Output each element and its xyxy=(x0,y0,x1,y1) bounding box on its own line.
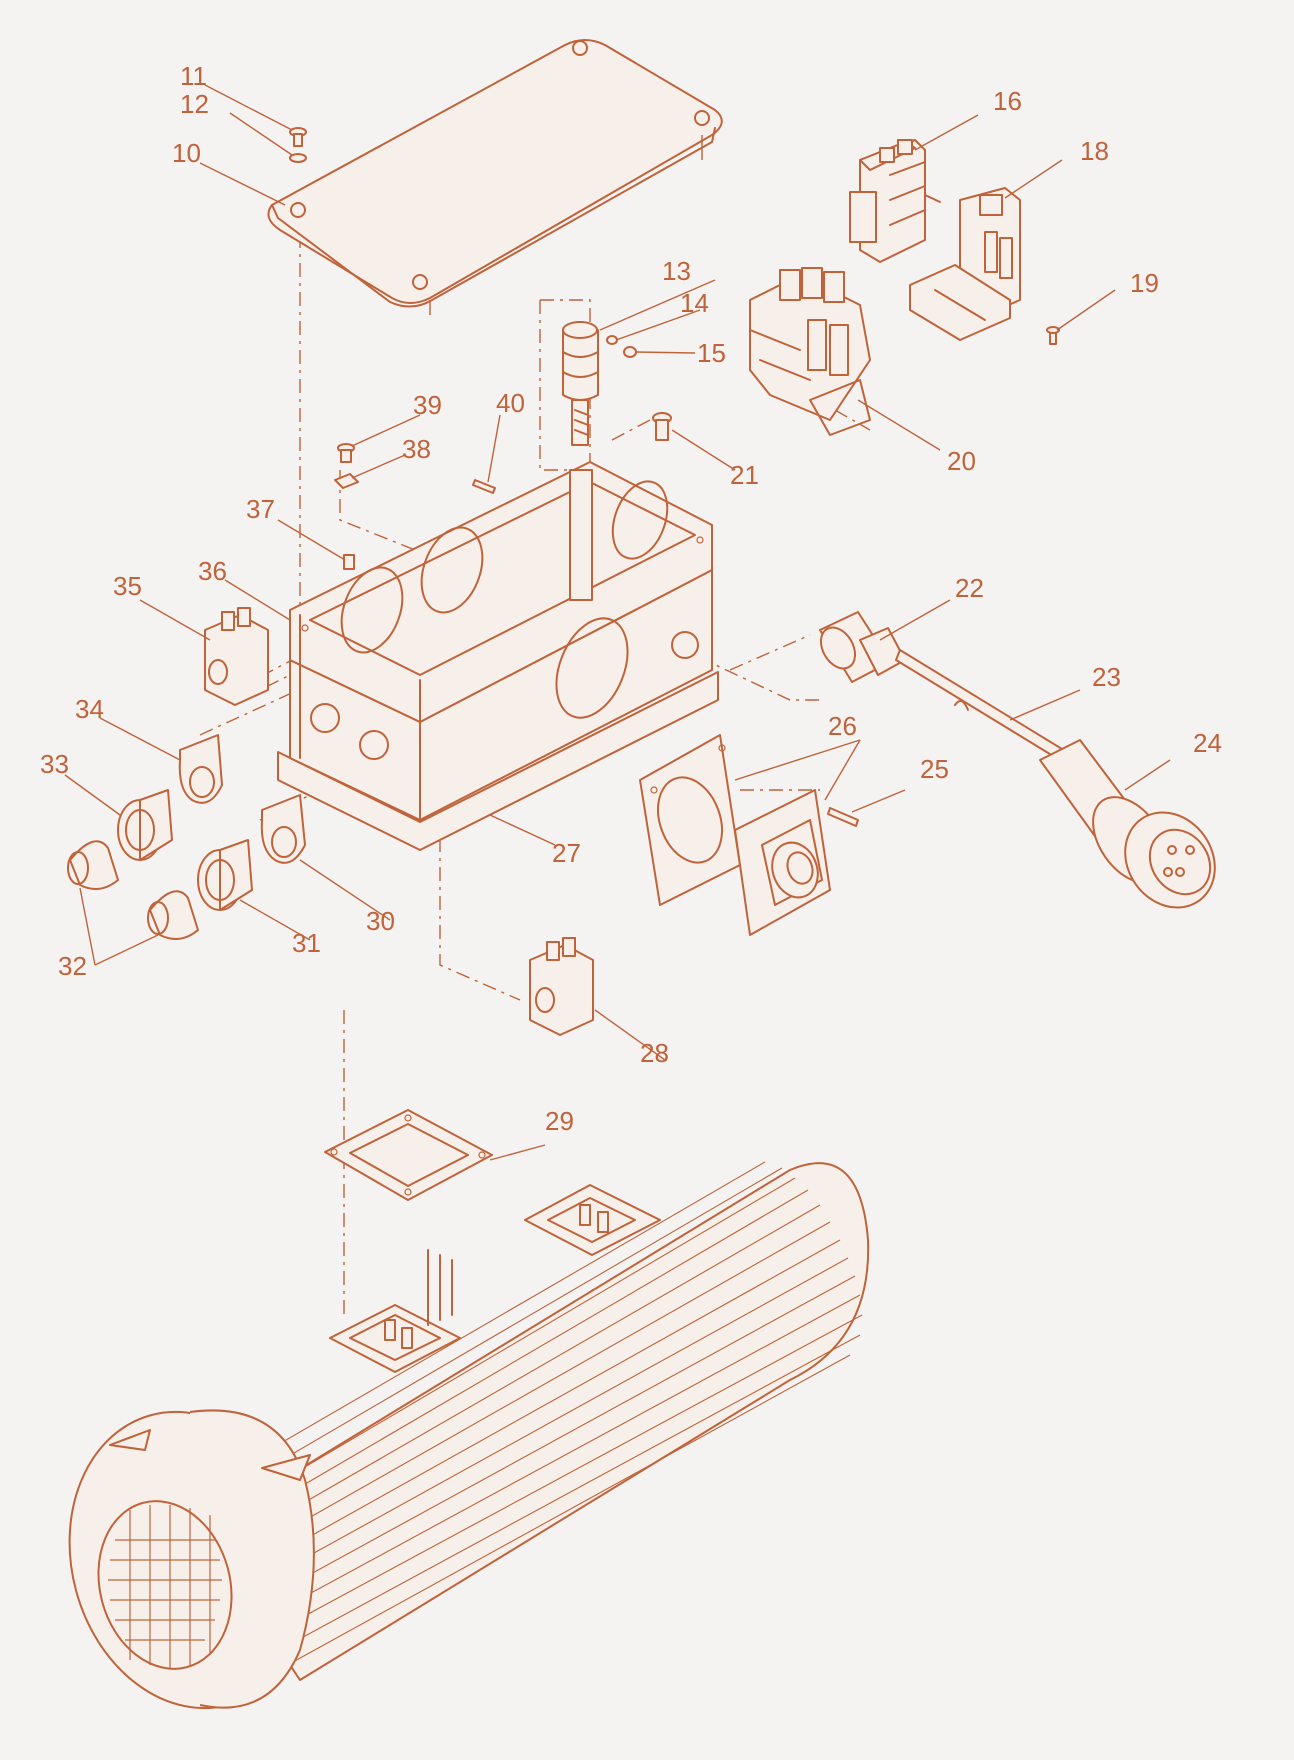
screw-19 xyxy=(1046,326,1060,345)
callout-21: 21 xyxy=(730,460,759,490)
push-button-28 xyxy=(529,937,594,1036)
callout-40: 40 xyxy=(496,388,525,418)
callout-25: 25 xyxy=(920,754,949,784)
callout-23: 23 xyxy=(1092,662,1121,692)
lock-washer-34 xyxy=(178,734,223,804)
cable-gland-33 xyxy=(117,789,173,861)
screw-39 xyxy=(337,443,355,463)
callout-27: 27 xyxy=(552,838,581,868)
contactor-20 xyxy=(749,267,871,436)
callout-30: 30 xyxy=(366,906,395,936)
callout-labels: 11 12 10 13 14 15 16 18 19 20 21 22 23 2… xyxy=(40,61,1222,1136)
pilot-lamp xyxy=(562,321,637,446)
cable-gland-22 xyxy=(819,611,906,683)
overload-relay-18 xyxy=(909,187,1021,341)
leader-lines xyxy=(64,84,1171,1161)
callout-29: 29 xyxy=(545,1106,574,1136)
plug-24 xyxy=(1039,739,1216,909)
callout-10: 10 xyxy=(172,138,201,168)
callout-12: 12 xyxy=(180,89,209,119)
callout-28: 28 xyxy=(640,1038,669,1068)
contactor-16 xyxy=(849,139,941,263)
stud-40 xyxy=(472,479,496,494)
cap-32b xyxy=(147,890,199,940)
callout-38: 38 xyxy=(402,434,431,464)
screw-21 xyxy=(652,412,672,441)
motor xyxy=(68,1161,870,1710)
fan-grille xyxy=(108,1505,222,1668)
callout-36: 36 xyxy=(198,556,227,586)
washer-38 xyxy=(334,473,359,489)
cable-23 xyxy=(895,649,1081,771)
callout-37: 37 xyxy=(246,494,275,524)
callout-19: 19 xyxy=(1130,268,1159,298)
cover-screw xyxy=(289,127,307,163)
motor-cooling-fins xyxy=(199,1161,863,1669)
callout-15: 15 xyxy=(697,338,726,368)
callout-13: 13 xyxy=(662,256,691,286)
callout-32: 32 xyxy=(58,951,87,981)
callout-11: 11 xyxy=(180,61,207,91)
callout-16: 16 xyxy=(993,86,1022,116)
callout-34: 34 xyxy=(75,694,104,724)
socket-gasket-26 xyxy=(639,734,741,906)
push-button-35 xyxy=(204,607,269,706)
callout-39: 39 xyxy=(413,390,442,420)
callout-20: 20 xyxy=(947,446,976,476)
screw-25 xyxy=(827,807,859,827)
gasket-29 xyxy=(324,1109,493,1201)
nut-37 xyxy=(343,554,355,570)
callout-24: 24 xyxy=(1193,728,1222,758)
callout-18: 18 xyxy=(1080,136,1109,166)
cap-32a xyxy=(67,840,119,890)
callout-22: 22 xyxy=(955,573,984,603)
callout-35: 35 xyxy=(113,571,142,601)
top-cover-plate xyxy=(267,39,723,315)
callout-31: 31 xyxy=(292,928,321,958)
callout-33: 33 xyxy=(40,749,69,779)
callout-26: 26 xyxy=(828,711,857,741)
lock-washer-30 xyxy=(260,794,306,864)
callout-14: 14 xyxy=(680,288,709,318)
cable-gland-31 xyxy=(197,839,253,911)
terminal-box-27 xyxy=(277,461,719,851)
socket-outlet-26 xyxy=(734,789,831,936)
